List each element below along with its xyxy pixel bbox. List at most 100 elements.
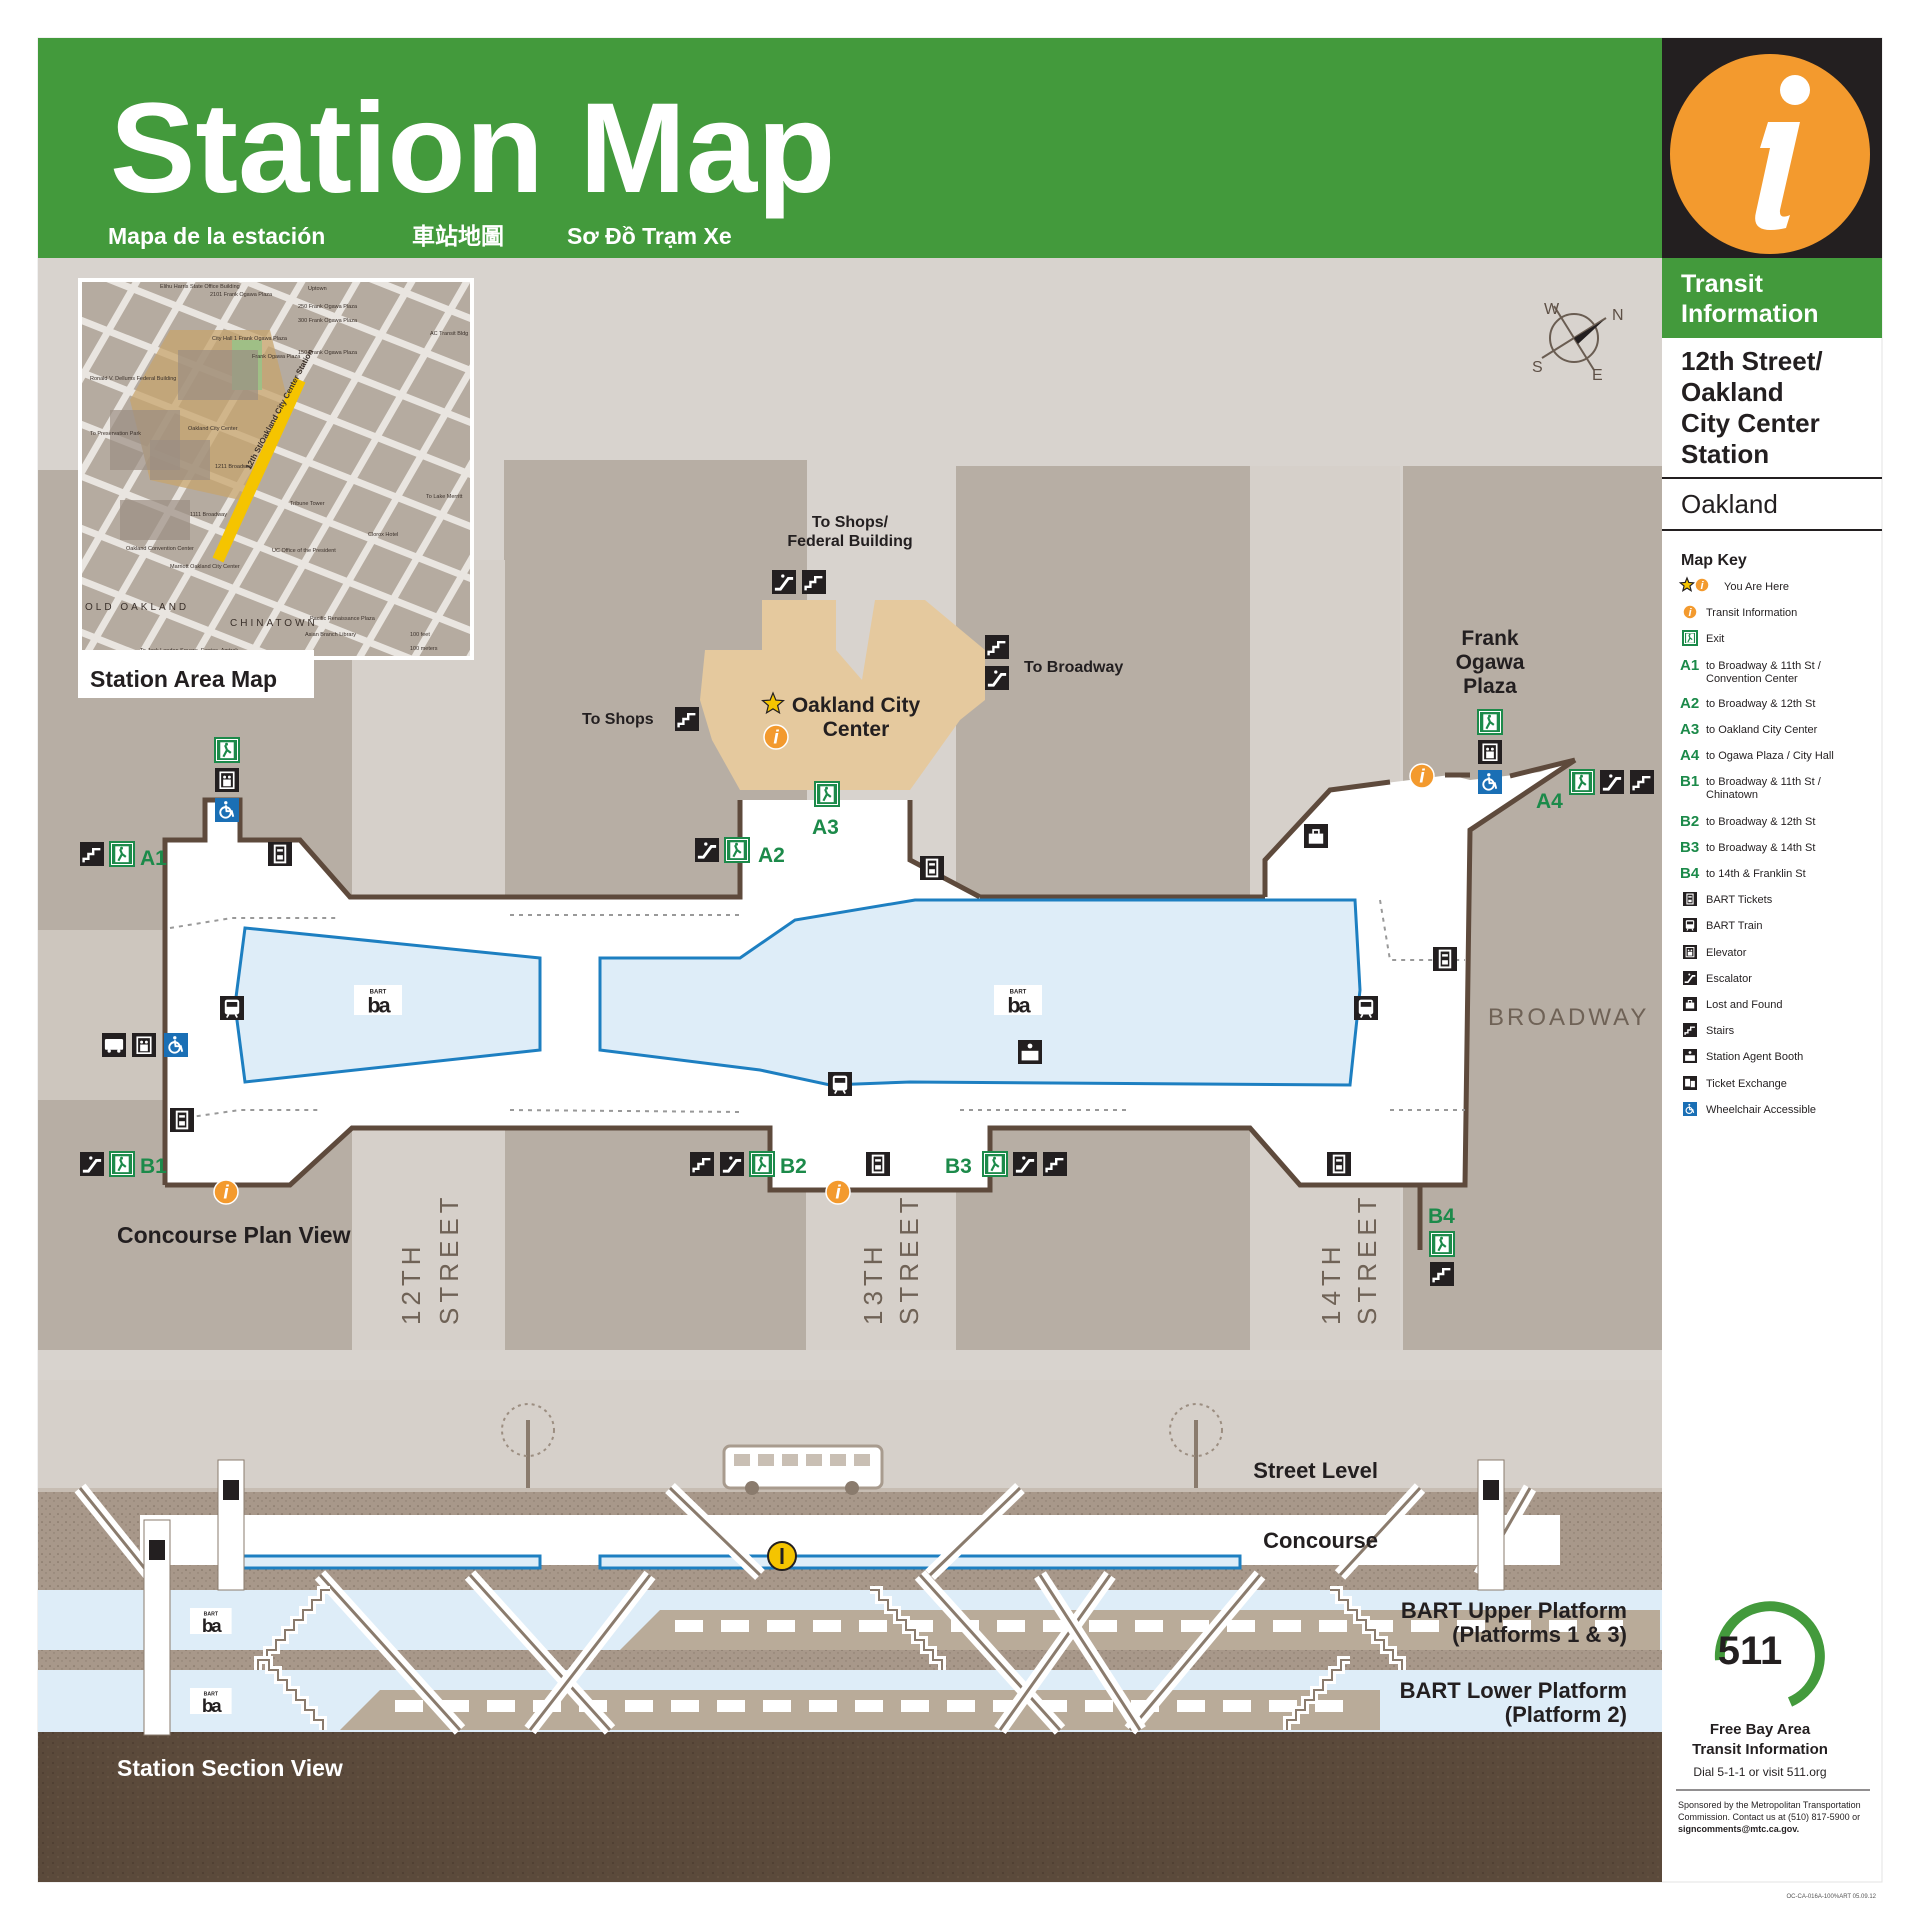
bart-logo-small: BART <box>370 989 387 995</box>
section-bus <box>722 1444 884 1490</box>
train-window <box>1411 1620 1439 1632</box>
escalator-shape <box>987 672 1007 687</box>
level-lower-platform-sub: (Platform 2) <box>1505 1702 1627 1727</box>
area-map-label: Marriott Oakland City Center <box>170 564 240 570</box>
section-tree-crown <box>1169 1403 1223 1457</box>
section-escalator-rail <box>918 1573 1062 1732</box>
concourse-wall <box>1262 779 1391 897</box>
section-escalator-rail <box>528 1574 652 1731</box>
area-map-label: AC Transit Bldg <box>430 331 468 337</box>
logo-511-text: 511 <box>1718 1629 1783 1673</box>
train-window <box>721 1620 749 1632</box>
free-info-line-1: Free Bay Area <box>1710 1721 1811 1738</box>
info-icon: i <box>213 1179 239 1205</box>
header-band <box>38 38 1662 258</box>
info-icon: i <box>1682 604 1698 620</box>
section-bus-wheel <box>845 1481 859 1495</box>
train-window <box>1223 1700 1251 1712</box>
info-circle <box>825 1179 851 1205</box>
info-circle <box>213 1179 239 1205</box>
info-glyph: i <box>835 1183 841 1204</box>
exit-icon <box>814 781 840 807</box>
info-circle <box>763 724 789 750</box>
star-shape <box>1678 576 1696 592</box>
elevator-person1 <box>1687 949 1690 952</box>
escalator-shape <box>774 576 794 591</box>
area-map-label: 250 Frank Ogawa Plaza <box>298 304 358 310</box>
section-concourse-platform-west <box>228 1554 542 1570</box>
train-window <box>1085 1700 1113 1712</box>
area-building <box>150 440 210 480</box>
train-window <box>1457 1620 1485 1632</box>
wc-body <box>1688 1106 1695 1114</box>
map-key-text: Elevator <box>1706 947 1747 959</box>
logo-511: 511 <box>1714 1601 1825 1707</box>
wc-body <box>1487 777 1498 789</box>
booth-head <box>1027 1043 1033 1049</box>
area-street <box>411 554 470 656</box>
city-block <box>956 1100 1250 1350</box>
stairs-icon <box>690 1152 714 1176</box>
elevator-car <box>1482 743 1498 762</box>
area-map-label: 1111 Broadway <box>190 512 227 518</box>
wheelchair-icon <box>1478 770 1502 794</box>
train-window <box>1315 1700 1343 1712</box>
map-key-code: A4 <box>1680 747 1700 764</box>
map-key-text: to 14th & Franklin St <box>1706 868 1806 880</box>
train-window <box>226 1002 238 1007</box>
agent-booth-icon <box>1683 1049 1697 1063</box>
train-window <box>487 1700 515 1712</box>
ticket-machine <box>1438 949 1452 969</box>
map-key-text: Station Agent Booth <box>1706 1051 1803 1063</box>
train-body <box>832 1075 848 1091</box>
lf-handle <box>1312 829 1320 834</box>
street-label: 13TH <box>858 1241 888 1325</box>
exit-figure <box>222 744 232 758</box>
area-map-caption: Station Area Map <box>90 666 277 692</box>
elevator-person2 <box>227 775 231 779</box>
elevator-person2 <box>144 1040 148 1044</box>
train-window <box>767 1620 795 1632</box>
transit-info-icon <box>1670 54 1870 254</box>
sponsor-line-1: Sponsored by the Metropolitan Transporta… <box>1678 1800 1861 1810</box>
section-escalator-rail <box>998 1574 1112 1731</box>
section-stairs-edge <box>1330 1589 1403 1670</box>
area-map-label: 100 feet <box>410 632 430 638</box>
info-circle <box>1682 604 1698 620</box>
area-map-label: Clorox Hotel <box>368 532 398 538</box>
section-escalator-rail <box>1038 1574 1142 1731</box>
train-window <box>1227 1620 1255 1632</box>
map-key-code: B4 <box>1680 865 1700 882</box>
wc-head <box>173 1036 177 1040</box>
train-body <box>224 999 240 1015</box>
exit-code-label: A3 <box>812 816 839 839</box>
map-key-text: Lost and Found <box>1706 999 1782 1011</box>
area-building <box>120 500 190 540</box>
train-window <box>859 1620 887 1632</box>
map-key-text-2: Convention Center <box>1706 673 1798 685</box>
area-street <box>246 282 470 656</box>
platform-area-east <box>598 898 1362 1087</box>
map-key-code: A2 <box>1680 695 1699 712</box>
section-bus-window <box>758 1454 774 1466</box>
section-caption: Station Section View <box>117 1755 343 1781</box>
section-train <box>340 1690 1380 1730</box>
exit-figure <box>822 788 832 802</box>
escalator-shape <box>697 844 717 859</box>
train-window <box>675 1620 703 1632</box>
wc-head <box>224 801 228 805</box>
train-window <box>1089 1620 1117 1632</box>
elevator-person1 <box>1486 747 1490 751</box>
section-escalator-rail <box>1128 1574 1262 1731</box>
section-tree-crown <box>501 1403 555 1457</box>
exit-figure <box>1485 716 1495 730</box>
map-key-text: BART Train <box>1706 920 1762 932</box>
compass-rose: N E S W <box>1532 301 1624 384</box>
ticket-icon <box>1683 892 1697 906</box>
area-map-label: To Preservation Park <box>90 431 141 437</box>
ticket-machine <box>925 858 939 878</box>
elevator-icon <box>1683 945 1697 959</box>
